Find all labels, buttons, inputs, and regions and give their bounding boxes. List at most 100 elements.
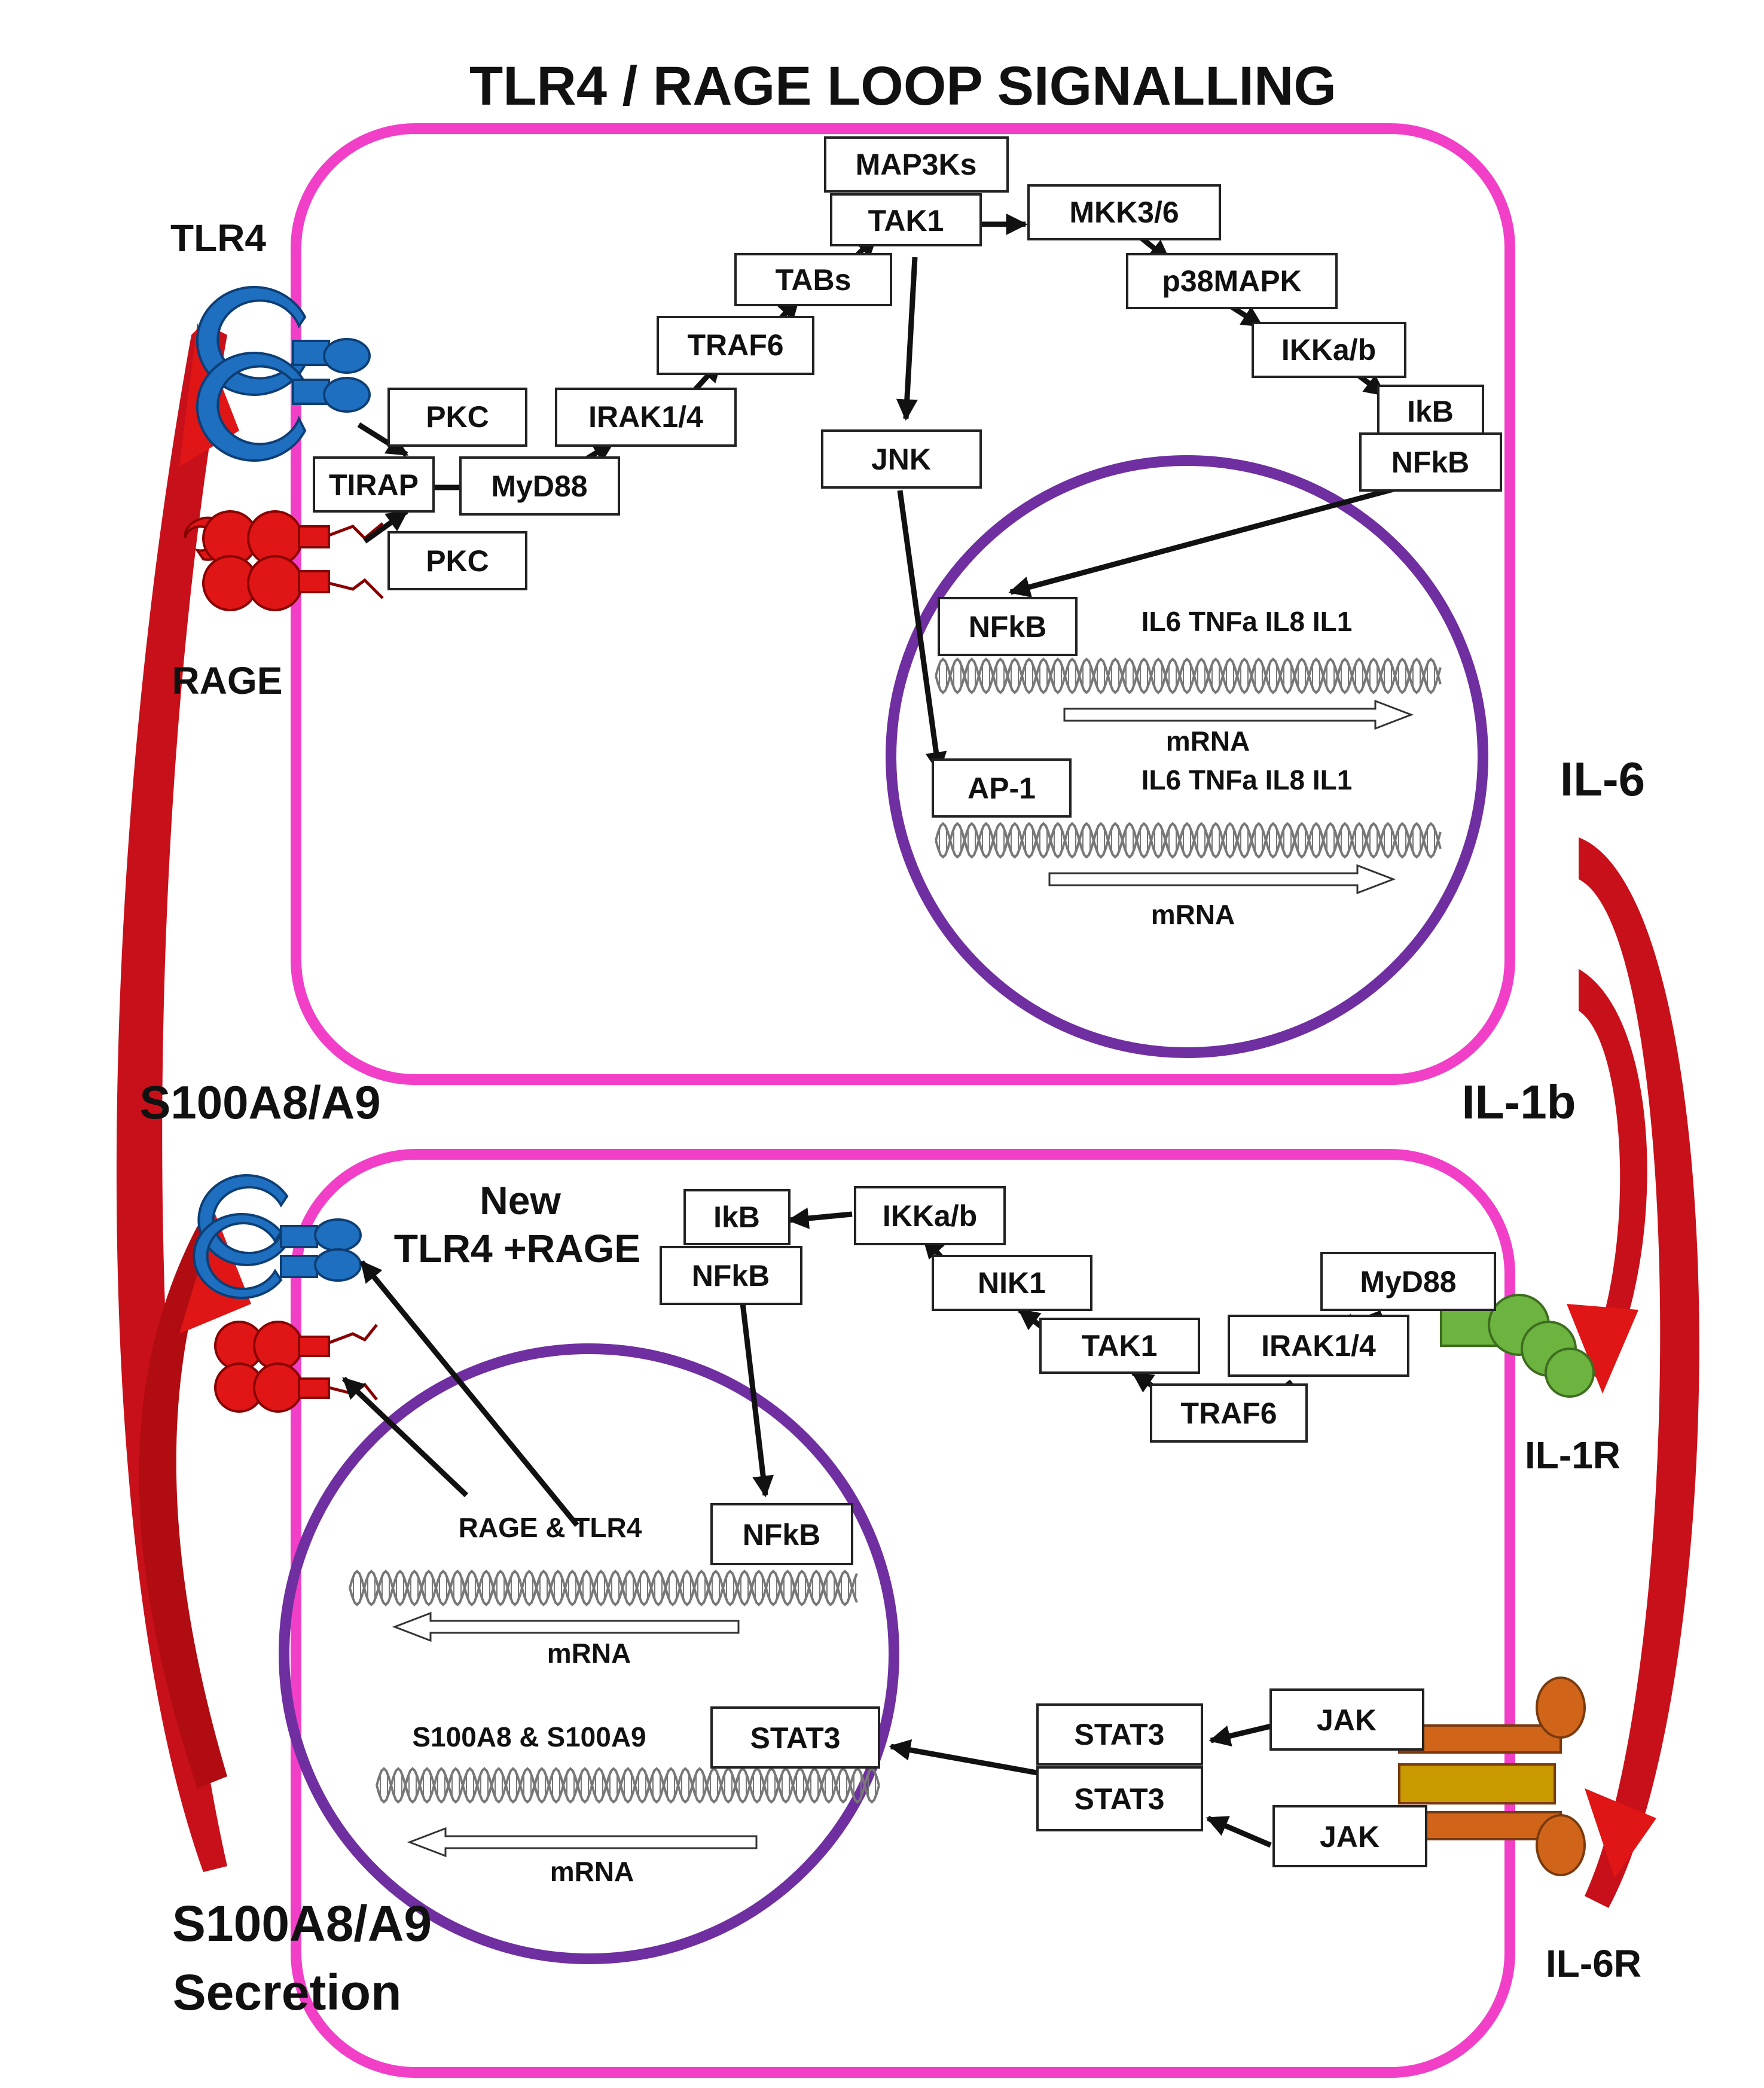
protein-box-tak1: TAK1	[830, 193, 982, 246]
svg-text:JAK: JAK	[1320, 1820, 1380, 1854]
bottom-gene-list-1: RAGE & TLR4	[459, 1512, 642, 1543]
svg-text:IKKa/b: IKKa/b	[883, 1199, 977, 1233]
mrna-arrow-top-1	[1063, 699, 1414, 730]
cytokine-arrows	[1567, 837, 1699, 1908]
svg-text:STAT3: STAT3	[1075, 1718, 1165, 1751]
protein-box-tak1-bottom: TAK1	[1039, 1318, 1200, 1374]
protein-box-nfkb: NFkB	[1359, 432, 1502, 492]
svg-text:NFkB: NFkB	[692, 1259, 770, 1293]
protein-box-myd88-bottom: MyD88	[1320, 1252, 1496, 1311]
svg-text:PKC: PKC	[426, 400, 489, 434]
svg-text:MyD88: MyD88	[491, 470, 587, 503]
svg-text:NFkB: NFkB	[743, 1518, 821, 1551]
protein-box-nfkb-bottom: NFkB	[660, 1246, 802, 1305]
label-il6: IL-6	[1560, 752, 1645, 806]
protein-box-irak14-bottom: IRAK1/4	[1228, 1315, 1409, 1377]
svg-text:TRAF6: TRAF6	[687, 328, 783, 362]
svg-text:MAP3Ks: MAP3Ks	[856, 148, 977, 181]
svg-text:NFkB: NFkB	[1391, 446, 1470, 479]
svg-text:TAK1: TAK1	[868, 204, 944, 237]
svg-text:TRAF6: TRAF6	[1180, 1397, 1277, 1430]
protein-box-irak14: IRAK1/4	[555, 388, 737, 447]
bottom-mrna-label-1: mRNA	[547, 1638, 631, 1669]
svg-text:IRAK1/4: IRAK1/4	[588, 400, 703, 434]
protein-box-jak-lower: JAK	[1272, 1805, 1427, 1867]
new-tlr4-receptor-icon	[193, 1174, 362, 1299]
svg-text:MyD88: MyD88	[1360, 1265, 1456, 1298]
protein-box-pkc-upper: PKC	[387, 388, 527, 447]
svg-text:JNK: JNK	[871, 443, 931, 476]
svg-text:PKC: PKC	[426, 544, 489, 578]
nucleus-box-stat3: STAT3	[710, 1706, 880, 1769]
protein-box-jak-upper: JAK	[1269, 1688, 1424, 1751]
svg-text:AP-1: AP-1	[968, 772, 1036, 805]
svg-text:JAK: JAK	[1317, 1703, 1377, 1737]
top-gene-list-2: IL6 TNFa IL8 IL1	[1142, 764, 1353, 795]
svg-text:TAK1: TAK1	[1082, 1329, 1158, 1362]
dna-helix-bottom-1	[349, 1569, 858, 1607]
mrna-arrow-top-2	[1048, 864, 1396, 895]
protein-box-ikkab: IKKa/b	[1252, 322, 1406, 378]
new-rage-receptor-icon	[214, 1321, 378, 1413]
label-secretion-line2: Secretion	[173, 1964, 402, 2020]
protein-box-map3ks: MAP3Ks	[824, 136, 1009, 193]
bottom-gene-list-2: S100A8 & S100A9	[412, 1721, 646, 1752]
bottom-mrna-label-2: mRNA	[550, 1856, 634, 1887]
protein-box-traf6-bottom: TRAF6	[1150, 1383, 1308, 1443]
top-mrna-label-1: mRNA	[1166, 726, 1250, 757]
svg-text:TIRAP: TIRAP	[329, 468, 419, 502]
protein-box-traf6: TRAF6	[657, 316, 814, 375]
il1r-receptor-icon	[1440, 1294, 1595, 1398]
mrna-arrow-bottom-1	[392, 1611, 740, 1642]
label-tlr4: TLR4	[170, 217, 266, 260]
protein-box-stat3-lower: STAT3	[1036, 1766, 1203, 1831]
label-secretion-line1: S100A8/A9	[172, 1895, 432, 1952]
label-il1r: IL-1R	[1525, 1434, 1620, 1477]
svg-text:NFkB: NFkB	[969, 610, 1047, 644]
protein-box-ikb-bottom: IkB	[683, 1189, 791, 1245]
protein-box-tirap: TIRAP	[313, 456, 435, 513]
dna-helix-bottom-2	[376, 1767, 880, 1804]
svg-text:TABs: TABs	[776, 263, 852, 297]
svg-text:IkB: IkB	[1407, 395, 1454, 428]
protein-box-pkc-lower: PKC	[387, 531, 527, 590]
protein-box-myd88: MyD88	[459, 456, 620, 516]
protein-box-mkk36: MKK3/6	[1027, 184, 1221, 240]
nucleus-box-nfkb: NFkB	[938, 597, 1078, 656]
svg-text:STAT3: STAT3	[750, 1721, 841, 1755]
bottom-nucleus	[279, 1343, 899, 1964]
label-il6r: IL-6R	[1546, 1942, 1641, 1985]
svg-text:p38MAPK: p38MAPK	[1162, 264, 1301, 298]
protein-box-ikb: IkB	[1377, 385, 1484, 438]
protein-box-jnk: JNK	[821, 429, 982, 489]
top-nucleus	[886, 455, 1488, 1058]
nucleus-box-ap1: AP-1	[932, 758, 1072, 818]
top-cell-membrane	[291, 123, 1515, 1085]
svg-text:IKKa/b: IKKa/b	[1281, 333, 1376, 367]
rage-receptor-icon	[184, 510, 384, 611]
top-mrna-label-2: mRNA	[1151, 899, 1235, 930]
tlr4-receptor-icon	[196, 286, 371, 462]
svg-text:IkB: IkB	[713, 1200, 760, 1234]
nucleus-box-nfkb-bottom: NFkB	[710, 1503, 853, 1565]
label-il1b: IL-1b	[1461, 1075, 1576, 1129]
svg-text:NIK1: NIK1	[978, 1266, 1046, 1300]
protein-box-nik1: NIK1	[932, 1255, 1092, 1311]
bottom-cell-membrane	[291, 1149, 1515, 2078]
protein-box-ikkab-bottom: IKKa/b	[854, 1186, 1006, 1245]
protein-box-p38mapk: p38MAPK	[1126, 253, 1338, 309]
label-new-line2: TLR4 +RAGE	[394, 1226, 641, 1270]
top-gene-list-1: IL6 TNFa IL8 IL1	[1142, 606, 1353, 637]
diagram-title: TLR4 / RAGE LOOP SIGNALLING	[469, 56, 1336, 117]
svg-text:IRAK1/4: IRAK1/4	[1261, 1329, 1376, 1362]
dna-helix-top-2	[935, 822, 1442, 859]
dna-helix-top-1	[935, 657, 1442, 694]
svg-text:MKK3/6: MKK3/6	[1069, 196, 1179, 229]
label-new-line1: New	[480, 1178, 561, 1223]
mrna-arrow-bottom-2	[407, 1827, 758, 1858]
svg-text:STAT3: STAT3	[1075, 1782, 1165, 1816]
label-rage: RAGE	[172, 659, 283, 702]
protein-box-stat3-upper: STAT3	[1036, 1703, 1203, 1766]
label-s100a8-a9: S100A8/A9	[139, 1076, 380, 1129]
